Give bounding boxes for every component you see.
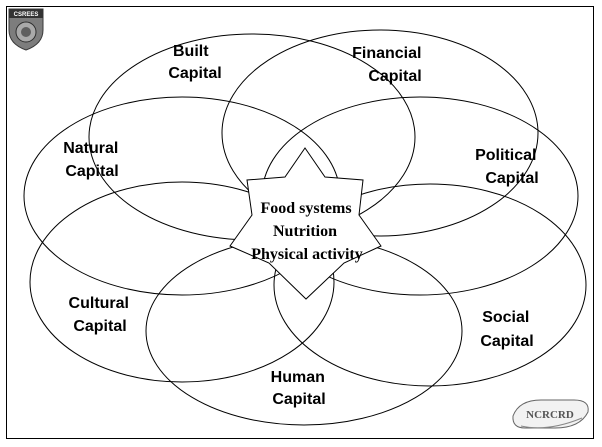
center-label: Food systems Nutrition Physical activity: [251, 200, 363, 263]
cultural-capital-line-1: Cultural: [69, 295, 129, 312]
cultural-capital-label: Cultural Capital: [69, 295, 134, 335]
financial-capital-line-2: Capital: [368, 68, 421, 85]
political-capital-label: Political Capital: [475, 147, 541, 187]
ncrcrd-logo: NCRCRD: [512, 399, 589, 429]
center-line-1: Food systems: [260, 200, 351, 217]
natural-capital-line-2: Capital: [65, 163, 118, 180]
csrees-badge-text: CSREES: [14, 12, 39, 18]
human-capital-line-2: Capital: [272, 391, 325, 408]
center-line-2: Nutrition: [273, 223, 337, 240]
built-capital-line-2: Capital: [168, 65, 221, 82]
cultural-capital-line-2: Capital: [73, 318, 126, 335]
financial-capital-line-1: Financial: [352, 45, 421, 62]
human-capital-line-1: Human: [271, 369, 325, 386]
financial-capital-ellipse: [221, 29, 539, 237]
social-capital-ellipse: [273, 183, 587, 387]
human-capital-label: Human Capital: [271, 369, 330, 408]
financial-capital-label: Financial Capital: [352, 45, 426, 85]
natural-capital-label: Natural Capital: [63, 140, 123, 180]
built-capital-line-1: Built: [173, 43, 209, 60]
social-capital-line-2: Capital: [480, 333, 533, 350]
natural-capital-line-1: Natural: [63, 140, 118, 157]
political-capital-line-2: Capital: [485, 170, 538, 187]
social-capital-line-1: Social: [482, 309, 529, 326]
political-capital-line-1: Political: [475, 147, 536, 164]
social-capital-label: Social Capital: [480, 309, 533, 350]
center-line-3: Physical activity: [251, 246, 363, 263]
cultural-capital-ellipse: [29, 181, 335, 383]
ncrcrd-logo-text: NCRCRD: [526, 409, 574, 421]
built-capital-label: Built Capital: [168, 43, 221, 82]
csrees-badge: CSREES: [8, 8, 44, 51]
center-star: [229, 147, 382, 300]
